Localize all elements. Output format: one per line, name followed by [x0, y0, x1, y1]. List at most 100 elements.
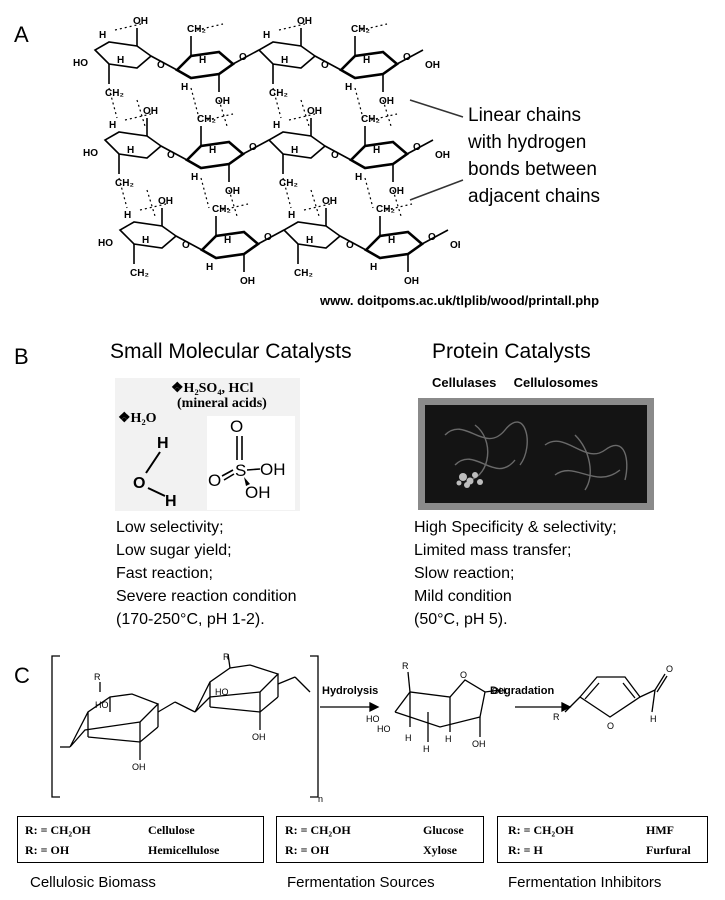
- svg-text:H: H: [288, 210, 295, 221]
- property-line: Slow reaction;: [414, 565, 515, 582]
- svg-text:H: H: [109, 120, 116, 131]
- svg-text:HO: HO: [377, 724, 391, 734]
- acid-label: ❖H₂SO₄, HCl: [171, 381, 254, 396]
- svg-text:S: S: [235, 461, 246, 480]
- svg-text:OH: OH: [260, 460, 286, 479]
- svg-text:R: R: [223, 652, 230, 662]
- property-line: Fast reaction;: [116, 565, 213, 582]
- svg-text:CH₂: CH₂: [351, 24, 370, 35]
- callout-pointer-lines: [409, 99, 464, 201]
- water-label: ❖H₂O: [118, 411, 157, 426]
- compound-name: Cellulose: [148, 823, 195, 837]
- svg-text:H: H: [127, 145, 134, 156]
- svg-text:OH: OH: [472, 739, 486, 749]
- svg-text:OH: OH: [133, 16, 148, 27]
- svg-text:H: H: [355, 172, 362, 183]
- svg-text:R: R: [402, 661, 409, 671]
- svg-text:OH: OH: [492, 686, 506, 696]
- svg-text:H: H: [363, 55, 370, 66]
- svg-text:HO: HO: [83, 148, 98, 159]
- svg-text:H: H: [445, 734, 452, 744]
- svg-text:O: O: [666, 664, 673, 674]
- callout-line: Linear chains: [468, 105, 582, 126]
- svg-text:O: O: [230, 417, 243, 436]
- svg-text:O: O: [182, 240, 190, 251]
- water-and-sulfuric-acid-structures: H O H O S O OH OH: [133, 417, 286, 510]
- compound-name: Hemicellulose: [148, 843, 220, 857]
- svg-text:O: O: [331, 150, 339, 161]
- compound-name: Xylose: [423, 843, 457, 857]
- svg-text:O: O: [346, 240, 354, 251]
- fermentation-inhibitors-box: R: = CH₂OH HMF R: = H Furfural: [497, 816, 708, 863]
- svg-text:HO: HO: [95, 700, 109, 710]
- small-molecule-image: ❖H₂SO₄, HCl (mineral acids) ❖H₂O H O H O…: [115, 378, 300, 511]
- fermentation-sources-box: R: = CH₂OH Glucose R: = OH Xylose: [276, 816, 484, 863]
- svg-text:H: H: [142, 235, 149, 246]
- protein-structure-render: [444, 421, 628, 491]
- svg-text:H: H: [224, 235, 231, 246]
- property-line: Low sugar yield;: [116, 542, 232, 559]
- svg-text:H: H: [263, 30, 270, 41]
- cellulosic-biomass-box: R: = CH₂OH Cellulose R: = OH Hemicellulo…: [17, 816, 264, 863]
- svg-text:CH₂: CH₂: [376, 204, 395, 215]
- svg-text:CH₂: CH₂: [187, 24, 206, 35]
- protein-sublabels: Cellulases Cellulosomes: [432, 375, 598, 390]
- svg-text:CH₂: CH₂: [212, 204, 231, 215]
- svg-text:H: H: [281, 55, 288, 66]
- svg-text:H: H: [370, 262, 377, 273]
- svg-text:O: O: [249, 142, 257, 153]
- svg-text:OH: OH: [225, 186, 240, 197]
- panel-b-letter: B: [14, 344, 29, 369]
- svg-text:H: H: [345, 82, 352, 93]
- protein-image: [418, 398, 654, 510]
- svg-text:CH₂: CH₂: [294, 268, 313, 279]
- property-line: Low selectivity;: [116, 519, 224, 536]
- compound-name: HMF: [646, 823, 674, 837]
- svg-text:O: O: [208, 471, 221, 490]
- svg-text:HO: HO: [215, 687, 229, 697]
- svg-text:OH: OH: [215, 96, 230, 107]
- svg-text:HO: HO: [73, 58, 88, 69]
- svg-text:OH: OH: [143, 106, 158, 117]
- svg-text:H: H: [209, 145, 216, 156]
- chains-callout-text: Linear chains with hydrogen bonds betwee…: [468, 102, 600, 210]
- compound-name: Glucose: [423, 823, 464, 837]
- svg-text:CH₂: CH₂: [197, 114, 216, 125]
- svg-text:H: H: [206, 262, 213, 273]
- panel-a-letter: A: [14, 22, 29, 47]
- svg-text:OH: OH: [322, 196, 337, 207]
- svg-text:OH: OH: [132, 762, 146, 772]
- r-group-value: R: = H: [508, 843, 543, 857]
- fermentation-sources-caption: Fermentation Sources: [287, 874, 435, 891]
- svg-text:OH: OH: [404, 276, 419, 287]
- fermentation-inhibitors-caption: Fermentation Inhibitors: [508, 874, 662, 891]
- cellulases-label: Cellulases: [432, 375, 497, 390]
- svg-text:OH: OH: [240, 276, 255, 287]
- svg-text:HO: HO: [366, 714, 380, 724]
- svg-text:OH: OH: [435, 150, 450, 161]
- svg-text:H: H: [199, 55, 206, 66]
- svg-text:CH₂: CH₂: [361, 114, 380, 125]
- svg-text:CH₂: CH₂: [269, 88, 288, 99]
- callout-line: adjacent chains: [468, 186, 601, 207]
- svg-text:O: O: [157, 60, 165, 71]
- svg-text:O: O: [321, 60, 329, 71]
- svg-text:O: O: [264, 232, 272, 243]
- r-group-value: R: = OH: [285, 843, 330, 857]
- svg-text:OH: OH: [307, 106, 322, 117]
- svg-text:CH₂: CH₂: [130, 268, 149, 279]
- svg-text:R: R: [553, 712, 560, 722]
- compound-name: Furfural: [646, 843, 691, 857]
- svg-text:n: n: [318, 794, 323, 804]
- hydrolysis-degradation-scheme: R HO OH R HO OH R HO HO H H H OH O OH R …: [51, 652, 673, 804]
- callout-line: bonds between: [468, 159, 597, 180]
- acid-sublabel: (mineral acids): [177, 396, 267, 411]
- svg-text:OH: OH: [158, 196, 173, 207]
- svg-text:H: H: [157, 435, 169, 452]
- property-line: (50°C, pH 5).: [414, 611, 508, 628]
- svg-text:H: H: [191, 172, 198, 183]
- cellulosomes-label: Cellulosomes: [513, 375, 599, 390]
- svg-text:H: H: [373, 145, 380, 156]
- svg-text:CH₂: CH₂: [115, 178, 134, 189]
- svg-text:H: H: [423, 744, 430, 754]
